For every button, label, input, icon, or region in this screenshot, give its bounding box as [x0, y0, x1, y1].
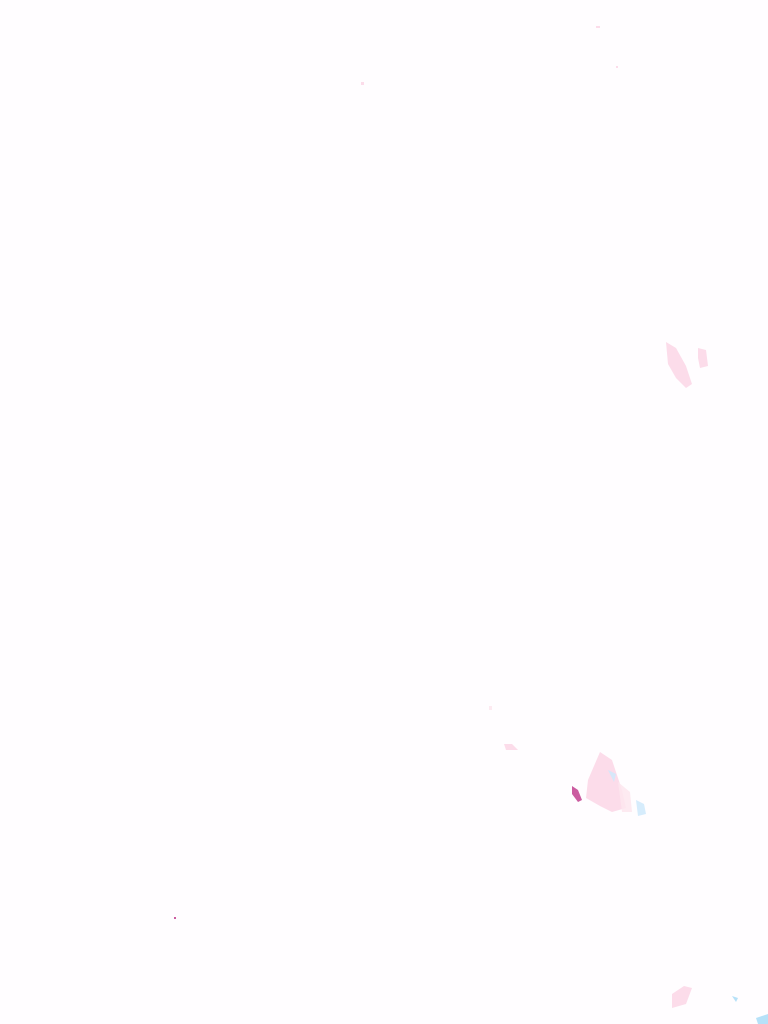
overlay-patch: [489, 706, 492, 710]
overlay-patch: [666, 342, 692, 388]
overlay-patch: [596, 26, 600, 28]
overlay-patch: [698, 348, 708, 368]
overlay-patch: [586, 752, 626, 812]
overlay-patch: [756, 1014, 768, 1024]
overlay-patch: [361, 82, 364, 85]
overlay-patch: [732, 996, 738, 1002]
overlay-patch: [608, 770, 616, 782]
overlay-patch: [636, 800, 646, 816]
overlay-patch: [504, 744, 518, 750]
overlay-patch: [572, 786, 582, 802]
overlay-patch: [174, 917, 176, 919]
overlay-patch: [672, 986, 692, 1008]
overlay-patch: [618, 782, 632, 812]
overlay-patch: [616, 66, 618, 68]
